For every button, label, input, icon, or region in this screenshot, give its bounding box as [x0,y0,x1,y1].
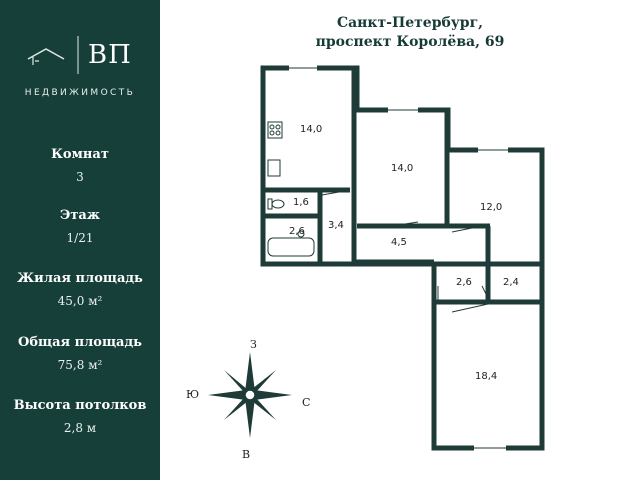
room-label-bathroom: 2,6 [289,226,305,237]
rooms-label: Комнат [51,147,109,162]
logo-house-icon [27,36,79,74]
floor-field: Этаж 1/21 [0,208,160,245]
total-area-field: Общая площадь 75,8 м² [0,335,160,372]
brand-name: НЕДВИЖИМОСТЬ [24,88,136,98]
address-line-1: Санкт-Петербург, [336,15,484,31]
stove-icon [267,121,283,139]
living-area-label: Жилая площадь [17,271,143,286]
room-label-closet-2: 2,4 [503,277,519,288]
room-label-bedroom: 18,4 [475,371,498,382]
ceiling-label: Высота потолков [13,398,147,413]
sink-icon [267,159,281,177]
compass-east-label: С [302,396,311,409]
room-label-closet-1: 2,6 [456,277,472,288]
compass: З В Ю С [180,330,320,465]
washbasin-icon [297,230,305,238]
ceiling-field: Высота потолков 2,8 м [0,398,160,435]
compass-north-label: З [250,338,257,351]
logo-text: ВП [88,40,132,70]
logo: ВП [0,30,160,100]
total-area-label: Общая площадь [18,335,142,350]
rooms-field: Комнат 3 [0,147,160,184]
address-title: Санкт-Петербург, проспект Королёва, 69 [300,14,520,52]
living-area-value: 45,0 м² [57,294,103,308]
room-label-room2: 12,0 [480,202,503,213]
floor-value: 1/21 [66,231,94,245]
total-area-value: 75,8 м² [57,358,103,372]
floor-plan [260,65,545,452]
compass-rose-icon [208,352,292,438]
floor-label: Этаж [60,208,100,223]
ceiling-value: 2,8 м [63,421,97,435]
address-line-2: проспект Королёва, 69 [315,34,505,50]
bathtub-icon [267,237,315,257]
room-label-hall: 4,5 [391,237,407,248]
toilet-icon [271,199,285,209]
room-label-room1: 14,0 [391,163,414,174]
rooms-value: 3 [76,170,84,184]
room-label-entry: 3,4 [328,220,344,231]
room-label-kitchen: 14,0 [300,124,323,135]
room-label-toilet: 1,6 [293,197,309,208]
living-area-field: Жилая площадь 45,0 м² [0,271,160,308]
sidebar: ВП НЕДВИЖИМОСТЬ Комнат 3 Этаж 1/21 Жилая… [0,0,160,480]
compass-south-label: В [242,448,251,461]
compass-west-label: Ю [186,388,200,401]
